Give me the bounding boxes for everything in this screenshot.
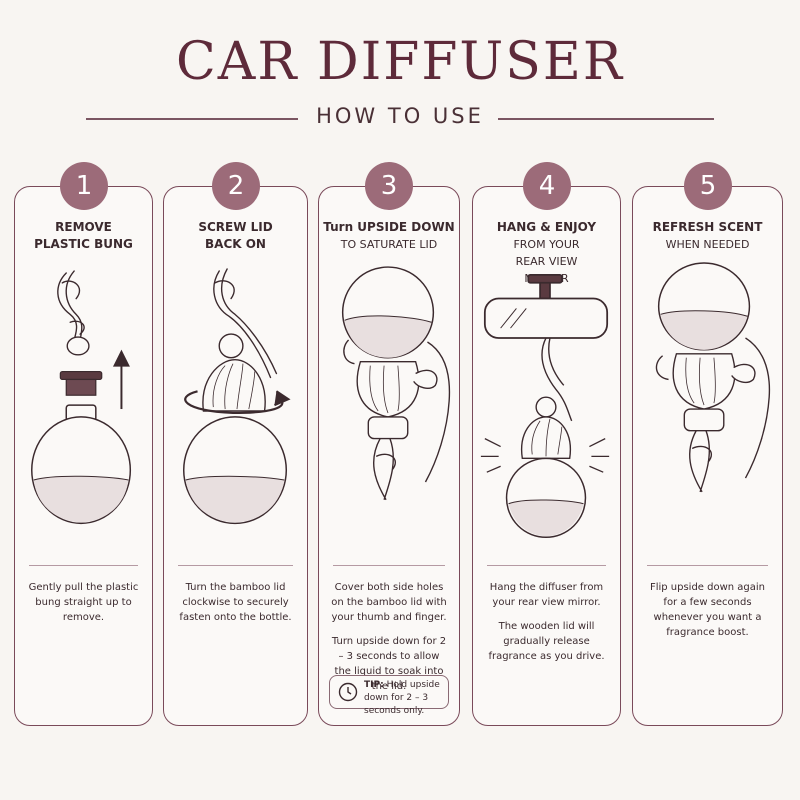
step-5-heading: REFRESH SCENT WHEN NEEDED (633, 219, 782, 253)
step-5-heading-line1: REFRESH SCENT (652, 220, 763, 234)
tip-box: TIP: Hold upside down for 2 – 3 seconds … (329, 675, 449, 716)
fragrance-lines-icon (480, 438, 610, 473)
subtitle-row: HOW TO USE (0, 104, 800, 132)
step-2-heading: SCREW LID BACK ON (164, 219, 307, 253)
step-4-badge: 4 (523, 162, 571, 210)
step-3-heading: Turn UPSIDE DOWN TO SATURATE LID (319, 219, 459, 253)
screw-lid-illustration (182, 268, 291, 525)
step-1-divider (29, 565, 138, 566)
inverted-bottle-icon (657, 262, 751, 351)
step-3-heading-line1: Turn UPSIDE DOWN (323, 220, 455, 234)
remove-bung-illustration (31, 270, 132, 525)
bamboo-lid-icon (672, 353, 736, 432)
left-rule (86, 118, 298, 120)
step-1-heading-line2: PLASTIC BUNG (34, 237, 133, 251)
step-1-badge: 1 (60, 162, 108, 210)
step-3-divider (333, 565, 445, 566)
rear-view-mirror-icon (483, 273, 609, 339)
step-5-divider (647, 565, 768, 566)
hand-icon (343, 339, 458, 486)
bottle-icon (505, 457, 587, 539)
hand-icon (655, 337, 782, 483)
tip-body: Hold upside down for 2 – 3 seconds only. (364, 680, 440, 716)
bamboo-lid-icon (520, 416, 572, 460)
step-4-divider (487, 565, 606, 566)
step-5-subheading: WHEN NEEDED (665, 238, 750, 251)
step-1-panel: 1 REMOVE PLASTIC BUNG Gently pull the p (14, 162, 153, 726)
step-2-panel: 2 SCREW LID BACK ON Turn the bamboo lid … (163, 162, 308, 726)
up-arrow-icon (112, 349, 130, 410)
step-2-heading-line2: BACK ON (205, 237, 266, 251)
inverted-bottle-icon (341, 266, 435, 359)
rotate-arrow-icon (184, 390, 291, 415)
page-title: CAR DIFFUSER (176, 32, 624, 92)
step-4-panel: 4 HANG & ENJOY FROM YOUR REAR VIEW MIRRO… (472, 162, 621, 726)
step-3-badge: 3 (365, 162, 413, 210)
step-3-text-2: Turn upside down for 2 – 3 seconds to al… (331, 636, 447, 692)
page-subtitle: HOW TO USE (316, 104, 484, 128)
bamboo-lid-icon (356, 361, 420, 440)
step-3-text: Cover both side holes on the bamboo lid … (331, 582, 447, 623)
step-1-text: Gently pull the plastic bung straight up… (28, 582, 139, 623)
step-1-description: Gently pull the plastic bung straight up… (27, 580, 140, 634)
step-3-subheading: TO SATURATE LID (340, 238, 438, 251)
upside-down-illustration (341, 266, 458, 501)
step-3-description: Cover both side holes on the bamboo lid … (331, 580, 447, 703)
step-1-heading-line1: REMOVE (55, 220, 112, 234)
step-3-panel: 3 Turn UPSIDE DOWN TO SATURATE LID Cover… (318, 162, 460, 726)
step-5-badge: 5 (684, 162, 732, 210)
hang-mirror-illustration (480, 273, 610, 539)
right-rule (498, 118, 714, 120)
step-4-heading-line1: HANG & ENJOY (496, 220, 597, 234)
step-2-divider (178, 565, 293, 566)
step-2-heading-line1: SCREW LID (198, 220, 273, 234)
step-5-description: Flip upside down again for a few seconds… (645, 580, 770, 649)
step-4-text-2: The wooden lid will gradually release fr… (488, 621, 605, 662)
refresh-scent-illustration (655, 262, 782, 493)
step-5-panel: 5 REFRESH SCENT WHEN NEEDED Flip upside … (632, 162, 783, 726)
tip-text: TIP: Hold upside down for 2 – 3 seconds … (364, 679, 444, 718)
step-2-description: Turn the bamboo lid clockwise to securel… (176, 580, 295, 634)
bamboo-lid-icon (202, 359, 266, 412)
bottle-icon (31, 404, 132, 525)
step-4-text: Hang the diffuser from your rear view mi… (489, 582, 604, 608)
plastic-bung-icon (59, 370, 103, 396)
step-2-badge: 2 (212, 162, 260, 210)
step-4-description: Hang the diffuser from your rear view mi… (485, 580, 608, 673)
step-1-heading: REMOVE PLASTIC BUNG (15, 219, 152, 253)
tip-label: TIP: (364, 680, 384, 690)
step-5-text: Flip upside down again for a few seconds… (649, 582, 766, 638)
bottle-icon (182, 416, 288, 525)
step-2-text: Turn the bamboo lid clockwise to securel… (179, 582, 292, 623)
clock-icon (338, 682, 358, 702)
